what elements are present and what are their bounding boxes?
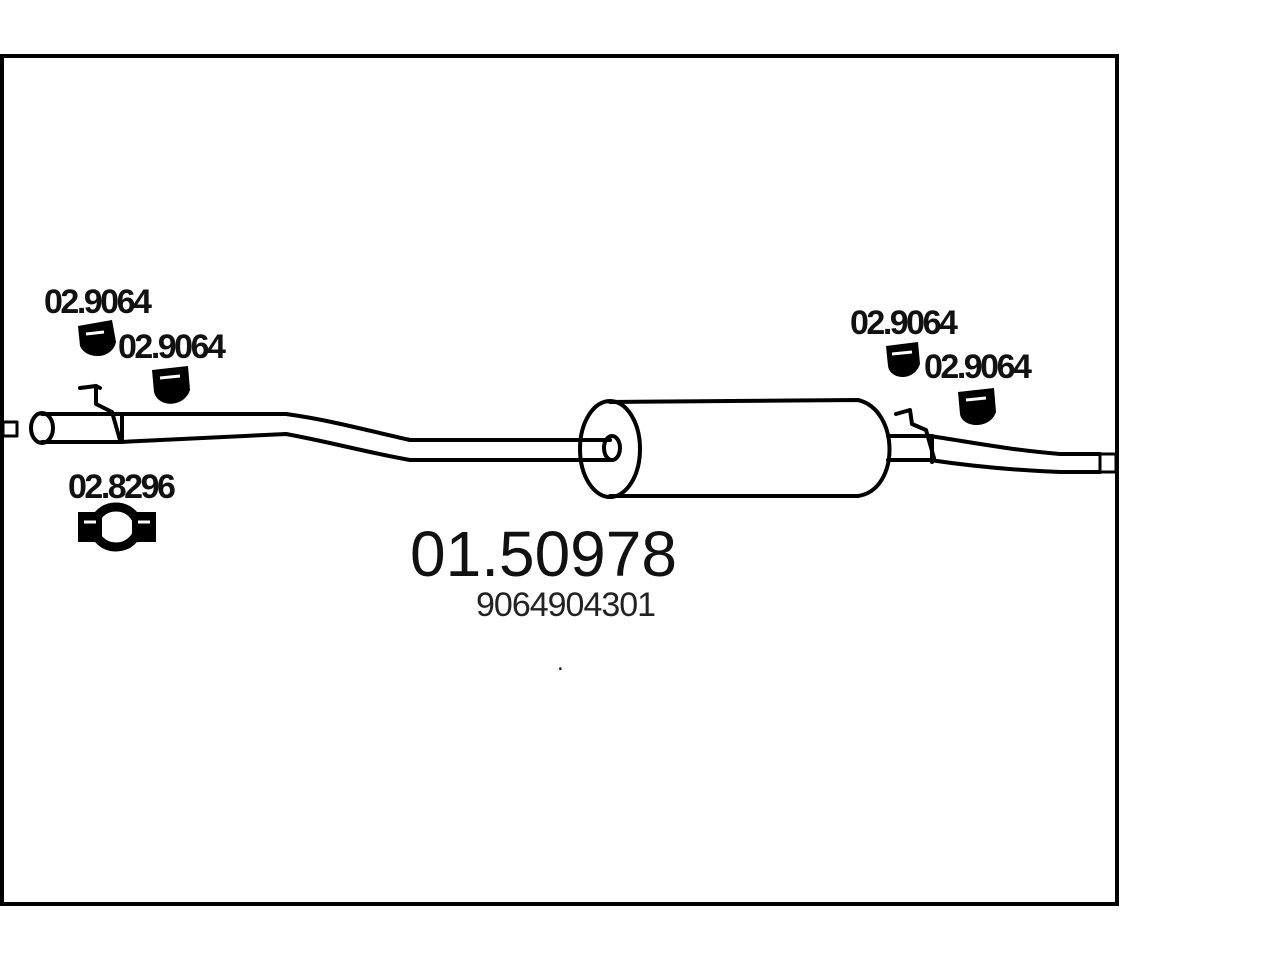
clamp-front-label: 02.8296 <box>68 468 175 506</box>
diagram-frame <box>0 54 1119 906</box>
hanger-front-2-label: 02.9064 <box>118 328 226 366</box>
hanger-rear-2-label: 02.9064 <box>924 348 1032 386</box>
front-bracket <box>78 384 122 442</box>
oe-number: 9064904301 <box>476 586 655 624</box>
rubber-hanger-icon <box>958 388 996 425</box>
rubber-hanger-icon <box>886 342 920 377</box>
hanger-front-1-label: 02.9064 <box>44 283 152 321</box>
hanger-rear-1-label: 02.9064 <box>850 304 958 342</box>
clamp-icon <box>78 502 156 552</box>
rubber-hanger-icon <box>78 320 116 357</box>
part-number: 01.50978 <box>410 518 677 590</box>
rear-pipe <box>886 408 1118 474</box>
dot-mark: . <box>557 649 564 676</box>
muffler-body <box>578 398 892 499</box>
rubber-hanger-icon <box>152 366 190 404</box>
front-pipe <box>1 411 612 462</box>
